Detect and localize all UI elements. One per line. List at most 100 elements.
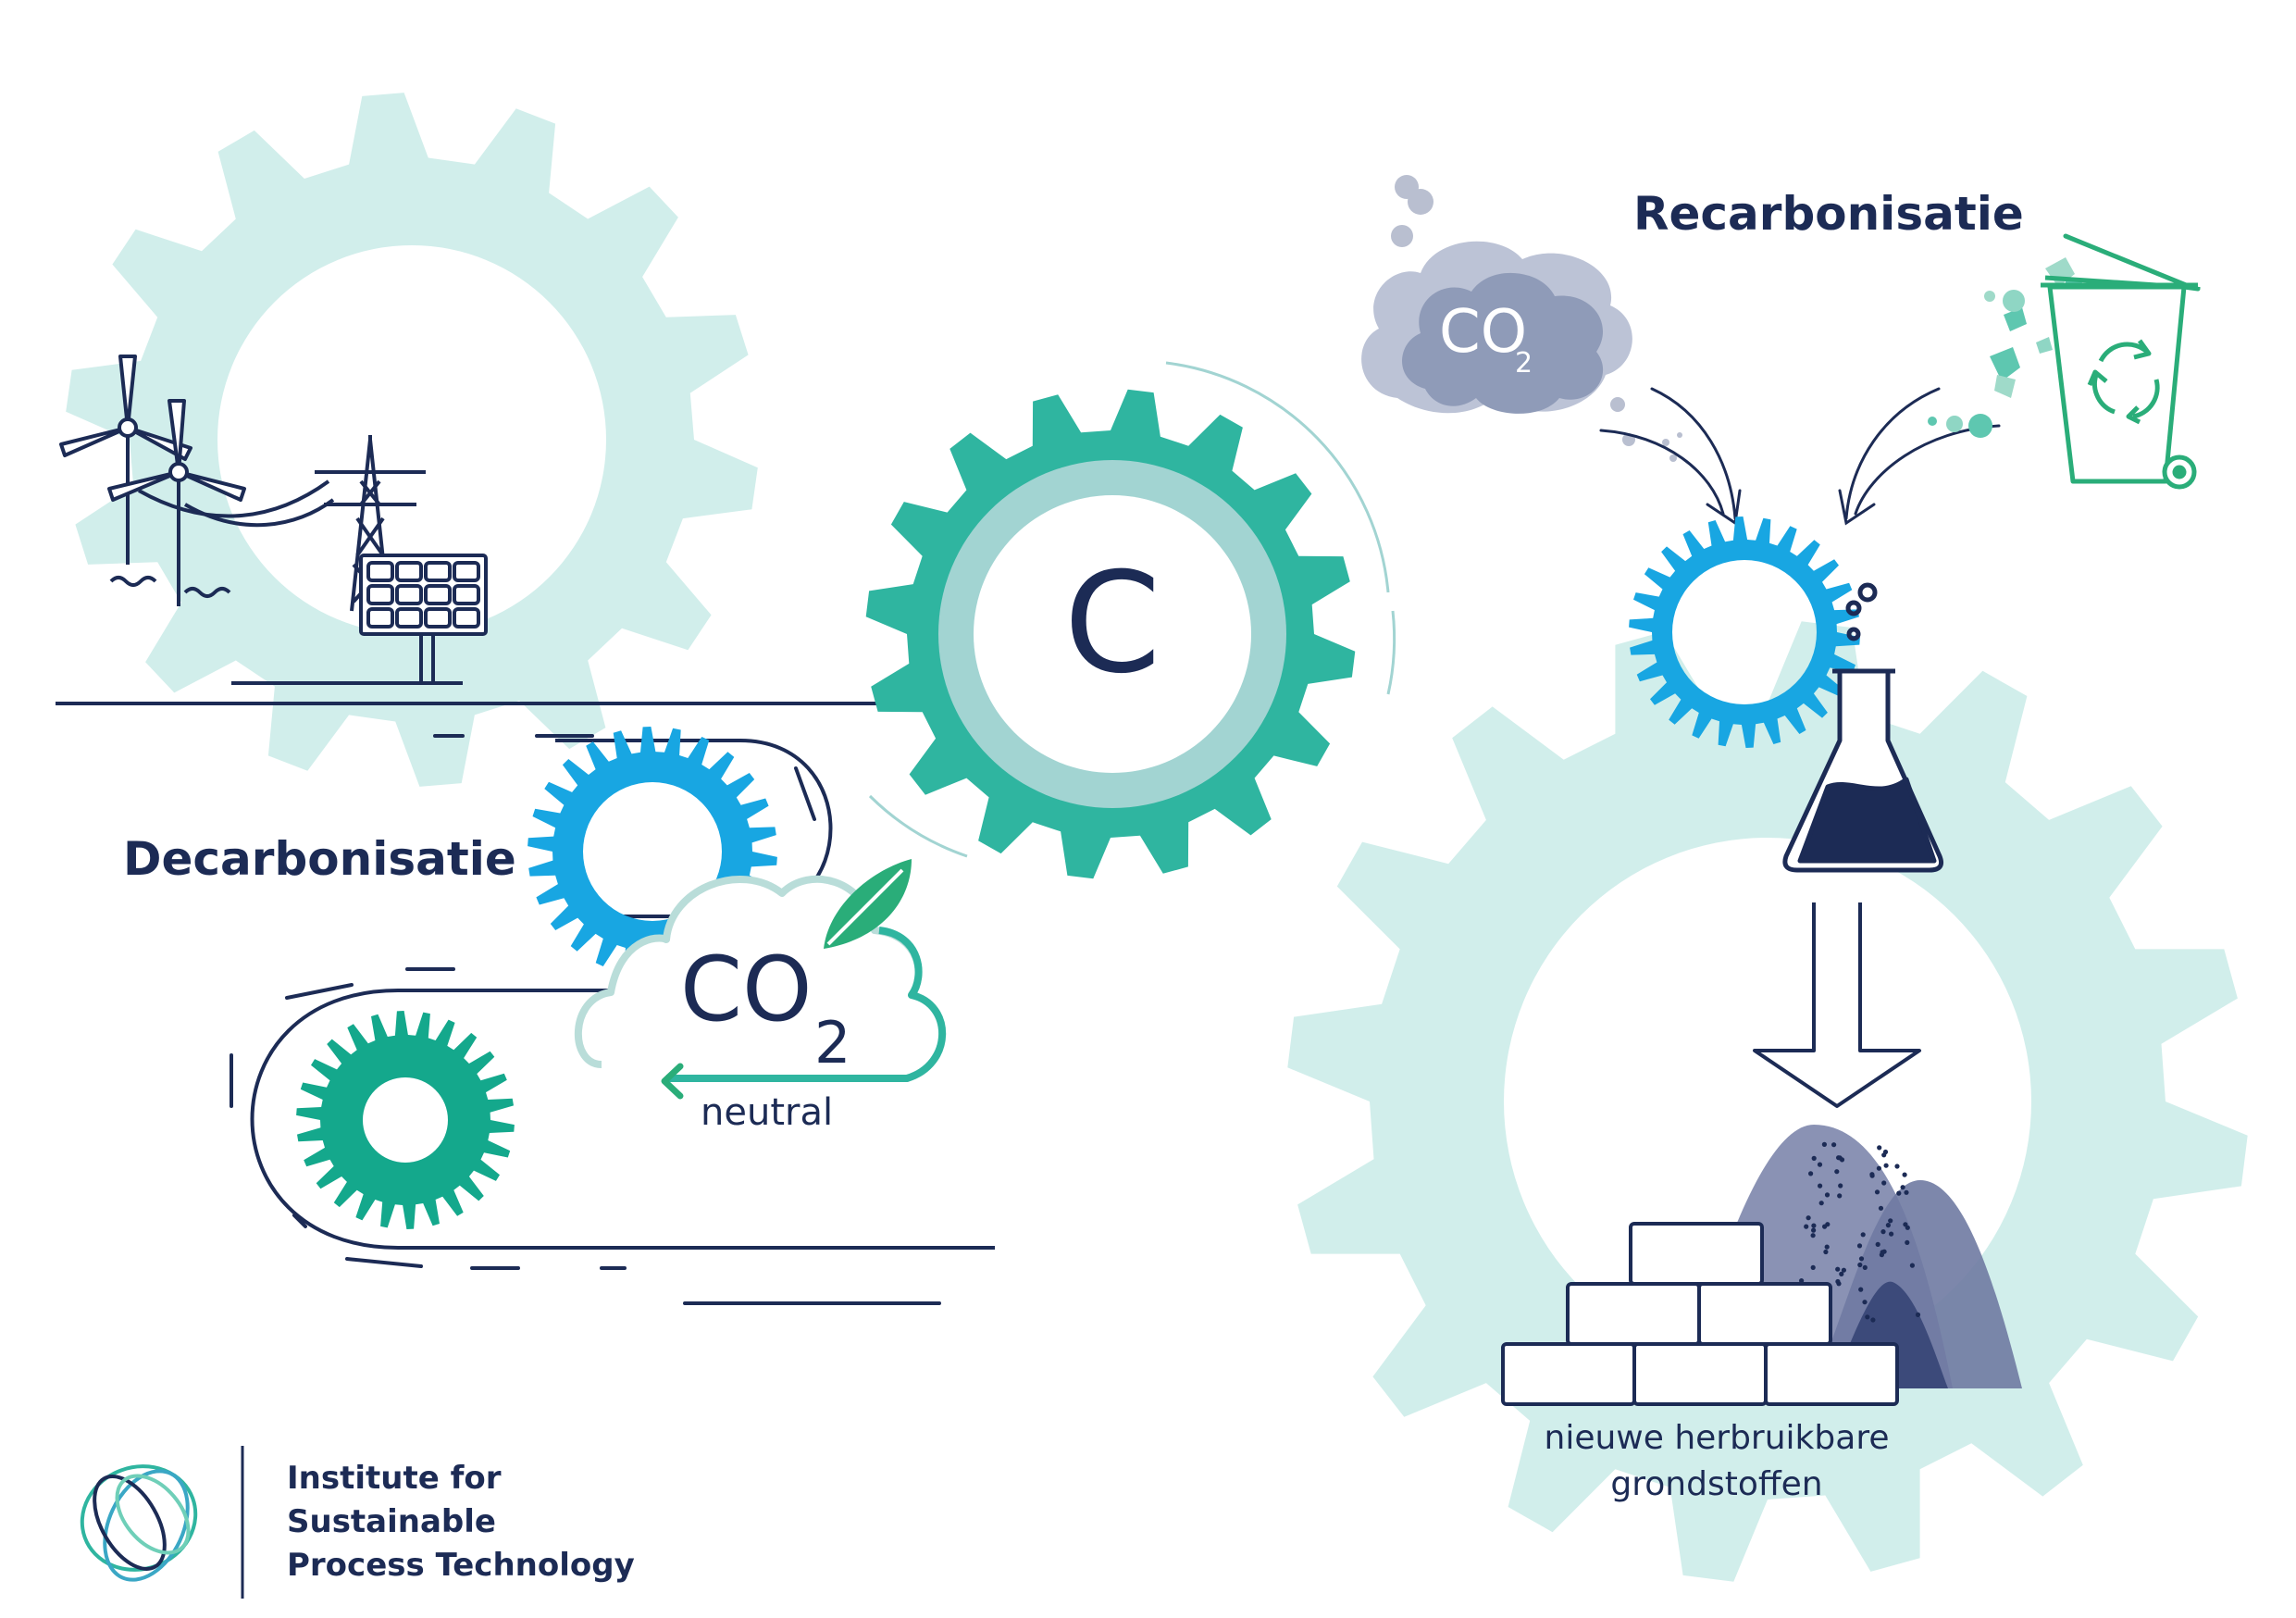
sand-dot — [1834, 1169, 1840, 1175]
materials-label-line2: grondstoffen — [1610, 1465, 1822, 1503]
wind-turbine-icon — [59, 355, 246, 606]
sand-dot — [1860, 1232, 1866, 1238]
gear-teal-small-shape — [296, 1011, 515, 1229]
teal-gear-small — [296, 1011, 515, 1229]
sand-dot — [1869, 1172, 1875, 1177]
co2-cloud-label: CO — [1439, 298, 1527, 367]
motion-dashes — [230, 734, 941, 1305]
sand-dot — [1824, 1244, 1830, 1250]
leaf-icon — [824, 859, 912, 949]
bricks-icon — [1501, 1222, 1899, 1406]
sand-dot — [1894, 1164, 1900, 1169]
co2-cloud-subscript: 2 — [1515, 347, 1533, 380]
sand-dot — [1889, 1231, 1894, 1237]
logo-text-line1: Institute for — [287, 1460, 502, 1497]
sand-dot — [1811, 1155, 1817, 1161]
carbon-gear-hole — [974, 495, 1251, 773]
sand-dot — [1862, 1264, 1868, 1270]
smoke-cloud-icon — [1361, 175, 1632, 414]
carbon-gear — [865, 389, 1356, 879]
sand-dot — [1874, 1189, 1880, 1195]
sand-dot — [1811, 1223, 1817, 1228]
orbit-dashes — [868, 361, 1396, 858]
sand-dot — [1858, 1287, 1864, 1292]
pale-gear-left — [66, 93, 758, 787]
sand-dot — [1821, 1141, 1827, 1147]
sand-dot — [1905, 1239, 1910, 1245]
waste-particles — [1928, 257, 2082, 438]
sand-dot — [1905, 1225, 1910, 1230]
down-arrow-icon — [1753, 902, 1921, 1108]
sand-dot — [1896, 1190, 1902, 1196]
sand-dot — [1904, 1189, 1909, 1195]
solar-cell — [366, 607, 394, 629]
materials-label-line1: nieuwe herbruikbare — [1545, 1419, 1890, 1457]
recarbonisation-heading: Recarbonisatie — [1633, 187, 2024, 241]
sand-dot — [1835, 1278, 1841, 1285]
carbon-symbol: C — [1064, 543, 1161, 704]
sand-dot — [1909, 1263, 1915, 1268]
sand-dot — [1808, 1171, 1814, 1176]
sand-dot — [1880, 1229, 1886, 1235]
sand-dot — [1824, 1192, 1831, 1198]
sand-dot — [1806, 1215, 1811, 1221]
solar-cell — [453, 561, 480, 582]
sand-dot — [1865, 1314, 1870, 1320]
sand-dot — [1838, 1183, 1843, 1189]
sand-dot — [1881, 1249, 1887, 1254]
sand-dot — [1857, 1262, 1863, 1268]
sand-dot — [1817, 1162, 1823, 1167]
sand-dot — [1881, 1180, 1887, 1186]
solar-cell — [366, 584, 394, 605]
sand-dot — [1841, 1267, 1846, 1273]
solar-cell — [395, 607, 423, 629]
sand-dot — [1902, 1172, 1907, 1177]
solar-cell — [424, 584, 452, 605]
isptech-logo-icon — [80, 1464, 198, 1582]
sand-dot — [1839, 1271, 1844, 1276]
sand-dot — [1823, 1249, 1829, 1255]
sand-dot — [1877, 1145, 1882, 1151]
logo-text-line3: Process Technology — [287, 1547, 635, 1584]
solar-cell — [424, 561, 452, 582]
sand-dot — [1837, 1193, 1843, 1199]
solar-cell — [453, 584, 480, 605]
solar-cell — [424, 607, 452, 629]
sand-dot — [1839, 1157, 1845, 1163]
solar-panel-icon — [231, 554, 488, 685]
sand-dot — [1915, 1312, 1921, 1317]
sand-dot — [1810, 1264, 1816, 1270]
sand-dot — [1900, 1185, 1905, 1190]
sand-dot — [1888, 1218, 1893, 1224]
co2-main-label: CO — [680, 938, 813, 1041]
co2-neutral-label: neutral — [701, 1091, 833, 1134]
sand-dot — [1875, 1241, 1880, 1247]
gear-blue-right-shape — [1629, 517, 1860, 748]
logo-text-line2: Sustainable — [287, 1503, 496, 1540]
sand-dot — [1858, 1256, 1865, 1262]
sand-dot — [1831, 1142, 1837, 1148]
sand-dot — [1885, 1223, 1891, 1228]
sand-dot — [1883, 1163, 1889, 1168]
sand-dot — [1822, 1224, 1828, 1229]
sand-dot — [1881, 1152, 1887, 1158]
solar-cell — [395, 561, 423, 582]
flow-arrow-right — [1838, 387, 2001, 526]
power-cable — [138, 479, 335, 528]
recycle-bin-icon — [2041, 233, 2201, 490]
co2-main-subscript: 2 — [814, 1009, 850, 1077]
decarbonisation-heading: Decarbonisatie — [123, 832, 516, 886]
sand-dot — [1818, 1183, 1823, 1189]
sand-dot — [1804, 1224, 1809, 1229]
sand-dot — [1870, 1317, 1876, 1323]
neutral-arrow-icon — [661, 1063, 684, 1100]
sand-dot — [1818, 1201, 1824, 1206]
solar-cell — [453, 607, 480, 629]
sand-dot — [1862, 1300, 1868, 1305]
flask-icon — [1782, 582, 1944, 873]
solar-cell — [395, 584, 423, 605]
solar-cell — [366, 561, 394, 582]
sand-dot — [1856, 1243, 1863, 1249]
sand-dot — [1835, 1266, 1841, 1272]
